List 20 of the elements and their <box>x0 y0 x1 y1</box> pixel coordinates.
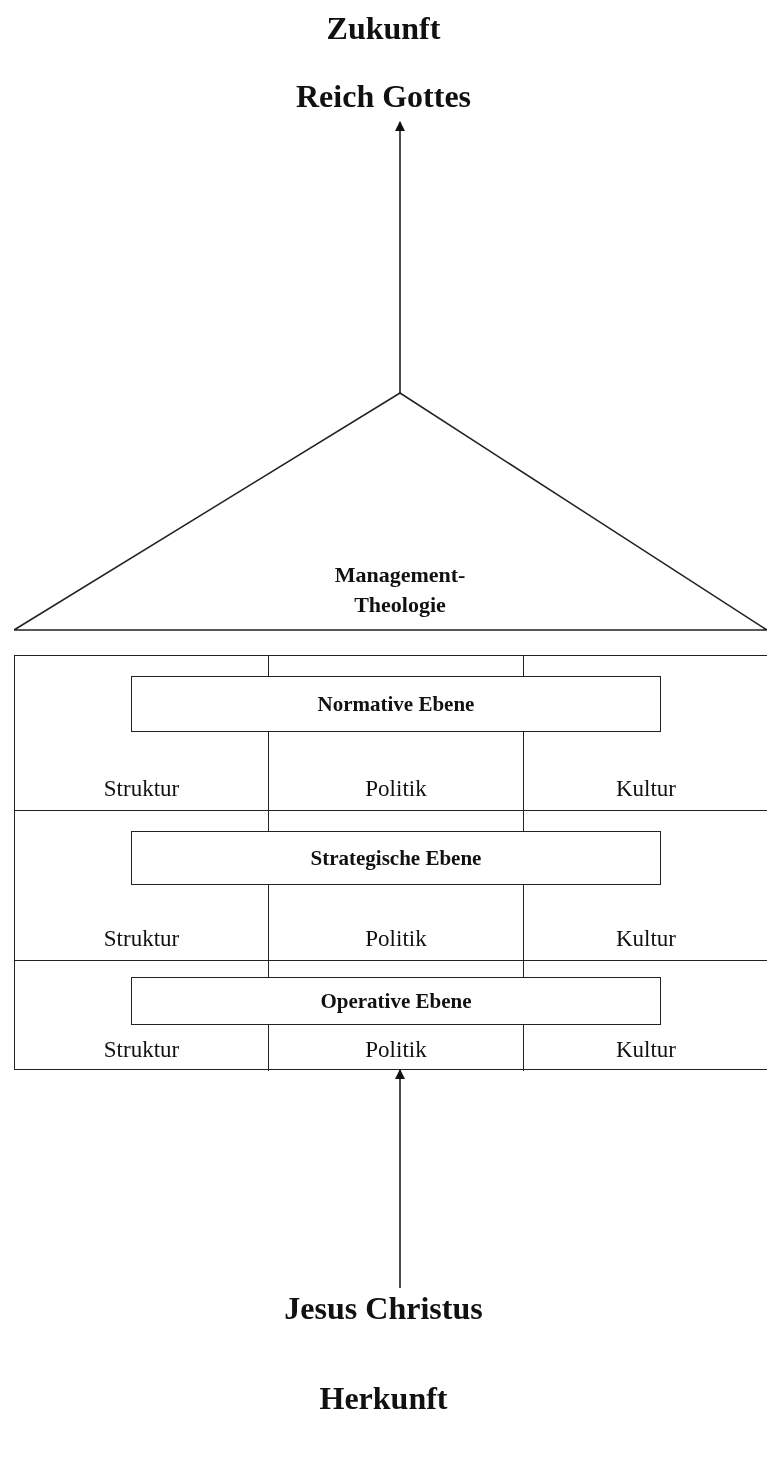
table-cell: Politik <box>269 886 524 961</box>
arrow <box>395 1069 405 1289</box>
table-cell: Kultur <box>524 733 767 811</box>
house-body <box>14 655 767 1070</box>
table-cell: Kultur <box>524 886 767 961</box>
heading-text: Reich Gottes <box>0 78 767 115</box>
arrow <box>395 121 405 394</box>
table-cell: Struktur <box>15 733 269 811</box>
roof-label: Management-Theologie <box>333 561 467 619</box>
table-cell: Politik <box>269 733 524 811</box>
level-box: Operative Ebene <box>131 977 661 1025</box>
table-cell: Struktur <box>15 1026 269 1071</box>
heading-text: Jesus Christus <box>0 1290 767 1327</box>
level-box: Strategische Ebene <box>131 831 661 885</box>
table-cell: Kultur <box>524 1026 767 1071</box>
heading-text: Herkunft <box>318 1380 449 1417</box>
table-cell: Politik <box>269 1026 524 1071</box>
level-box: Normative Ebene <box>131 676 661 732</box>
table-cell: Struktur <box>15 886 269 961</box>
heading-text: Zukunft <box>325 10 442 47</box>
